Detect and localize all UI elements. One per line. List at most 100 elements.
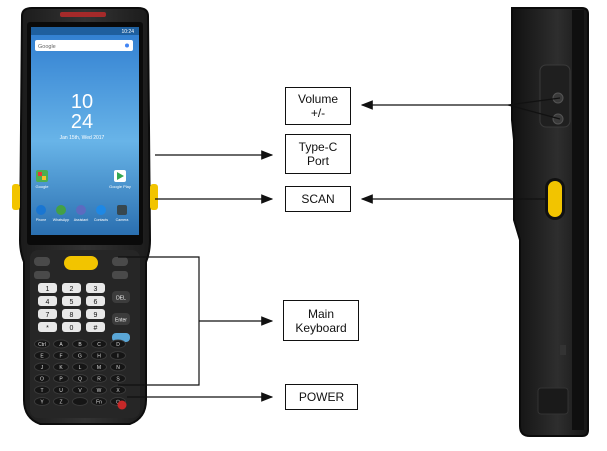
alpha-key[interactable]: U (53, 385, 69, 395)
alpha-key-label: R (97, 377, 101, 383)
dock-label-2: Assistant (74, 218, 89, 222)
alpha-key[interactable]: E (34, 351, 50, 360)
alpha-key-label: A (59, 342, 63, 348)
numeric-key[interactable]: 4 (38, 296, 57, 306)
alpha-key-label: N (116, 365, 120, 371)
label-power-text: POWER (298, 390, 345, 404)
device-front: 10:24 Google 10 24 Jan 15th, Wed 2017 Go… (12, 7, 158, 425)
numeric-key[interactable]: # (86, 322, 105, 332)
dock-camera-icon (117, 205, 127, 215)
numeric-key-label: 9 (94, 312, 98, 319)
alpha-key[interactable]: Fn (91, 397, 107, 406)
side-key[interactable]: DEL (112, 291, 130, 303)
mic-icon (125, 43, 129, 48)
alpha-key[interactable]: F (53, 351, 69, 360)
alpha-key[interactable]: N (110, 362, 126, 372)
numeric-key-label: * (46, 325, 49, 332)
label-typec-text: Type-C Port (298, 140, 338, 168)
alpha-key-label: M (97, 365, 101, 371)
clock-min: 24 (71, 111, 93, 133)
nav-key-right (112, 257, 128, 266)
numeric-key[interactable]: 1 (38, 283, 57, 293)
volume-line-up (507, 97, 561, 106)
alpha-key-label: L (79, 365, 82, 371)
alpha-key[interactable]: M (91, 362, 107, 372)
label-scan: SCAN (285, 186, 351, 212)
alpha-key-label: K (59, 365, 63, 371)
numeric-key[interactable]: 8 (62, 309, 81, 319)
numeric-key[interactable]: 9 (86, 309, 105, 319)
nav-key-left-2 (34, 271, 50, 279)
dock-whatsapp-icon (56, 205, 66, 215)
status-time: 10:24 (121, 29, 134, 35)
alpha-key[interactable]: T (34, 385, 50, 395)
alpha-key[interactable]: Z (53, 397, 69, 406)
alpha-key[interactable]: H (91, 351, 107, 360)
alpha-key-label: U (59, 388, 63, 394)
alpha-key[interactable]: R (91, 374, 107, 383)
alpha-key[interactable]: O (34, 374, 50, 383)
alpha-key-label: B (78, 342, 82, 348)
alpha-key[interactable]: C (91, 339, 107, 349)
search-bar (35, 40, 133, 51)
alpha-key[interactable]: J (34, 362, 50, 372)
alpha-key-label: ⏻ (116, 400, 120, 406)
numeric-key[interactable]: 2 (62, 283, 81, 293)
alpha-key[interactable] (72, 397, 88, 406)
alpha-key[interactable]: Q (72, 374, 88, 383)
date-text: Jan 15th, Wed 2017 (60, 135, 105, 141)
label-typec: Type-C Port (285, 134, 351, 174)
alpha-key[interactable]: V (72, 385, 88, 395)
nav-key-left (34, 257, 50, 266)
alpha-key[interactable]: X (110, 385, 126, 395)
alpha-key[interactable]: G (72, 351, 88, 360)
numeric-key[interactable]: 6 (86, 296, 105, 306)
label-keyboard-text: Main Keyboard (295, 306, 347, 335)
numeric-key[interactable]: * (38, 322, 57, 332)
dock-contacts-icon (96, 205, 106, 215)
alpha-key[interactable]: I (110, 351, 126, 360)
alpha-key-label: V (78, 388, 82, 394)
numeric-key[interactable]: 3 (86, 283, 105, 293)
numeric-key-label: 7 (46, 312, 50, 319)
numeric-key[interactable]: 5 (62, 296, 81, 306)
alpha-key[interactable]: Ctrl (34, 339, 50, 349)
side-back-strip (572, 10, 584, 430)
alpha-key[interactable]: S (110, 374, 126, 383)
alpha-key-label: E (40, 354, 44, 360)
numeric-key-label: 8 (70, 312, 74, 319)
dock-label-0: Phone (36, 218, 46, 222)
side-scan-button (548, 181, 562, 217)
top-speaker (60, 12, 106, 17)
alpha-key-label: C (97, 342, 101, 348)
numeric-key-label: 5 (70, 299, 74, 306)
alpha-key[interactable]: P (53, 374, 69, 383)
app-label-0: Google (36, 184, 50, 189)
alpha-key-label: Z (59, 400, 62, 406)
alpha-key-label: G (78, 354, 82, 360)
connectors (118, 97, 561, 402)
numeric-key-label: 1 (46, 286, 50, 293)
alpha-key[interactable]: W (91, 385, 107, 395)
side-key[interactable]: Enter (112, 313, 130, 325)
dock-label-3: Contacts (94, 218, 108, 222)
alpha-key[interactable]: Y (34, 397, 50, 406)
alpha-key[interactable]: A (53, 339, 69, 349)
alpha-key-label: Q (78, 377, 82, 383)
alpha-key[interactable]: D (110, 339, 126, 349)
dock-label-4: Camera (116, 218, 129, 222)
alpha-key-label: D (116, 342, 120, 348)
alpha-key[interactable]: B (72, 339, 88, 349)
numeric-key[interactable]: 0 (62, 322, 81, 332)
label-keyboard: Main Keyboard (283, 300, 359, 341)
alpha-key-label: S (116, 377, 120, 383)
alpha-key[interactable]: K (53, 362, 69, 372)
side-key-label: DEL (116, 296, 126, 302)
alpha-key[interactable]: L (72, 362, 88, 372)
dock-label-1: WhatsApp (53, 218, 70, 222)
alpha-key-label: W (97, 388, 102, 394)
numeric-key[interactable]: 7 (38, 309, 57, 319)
